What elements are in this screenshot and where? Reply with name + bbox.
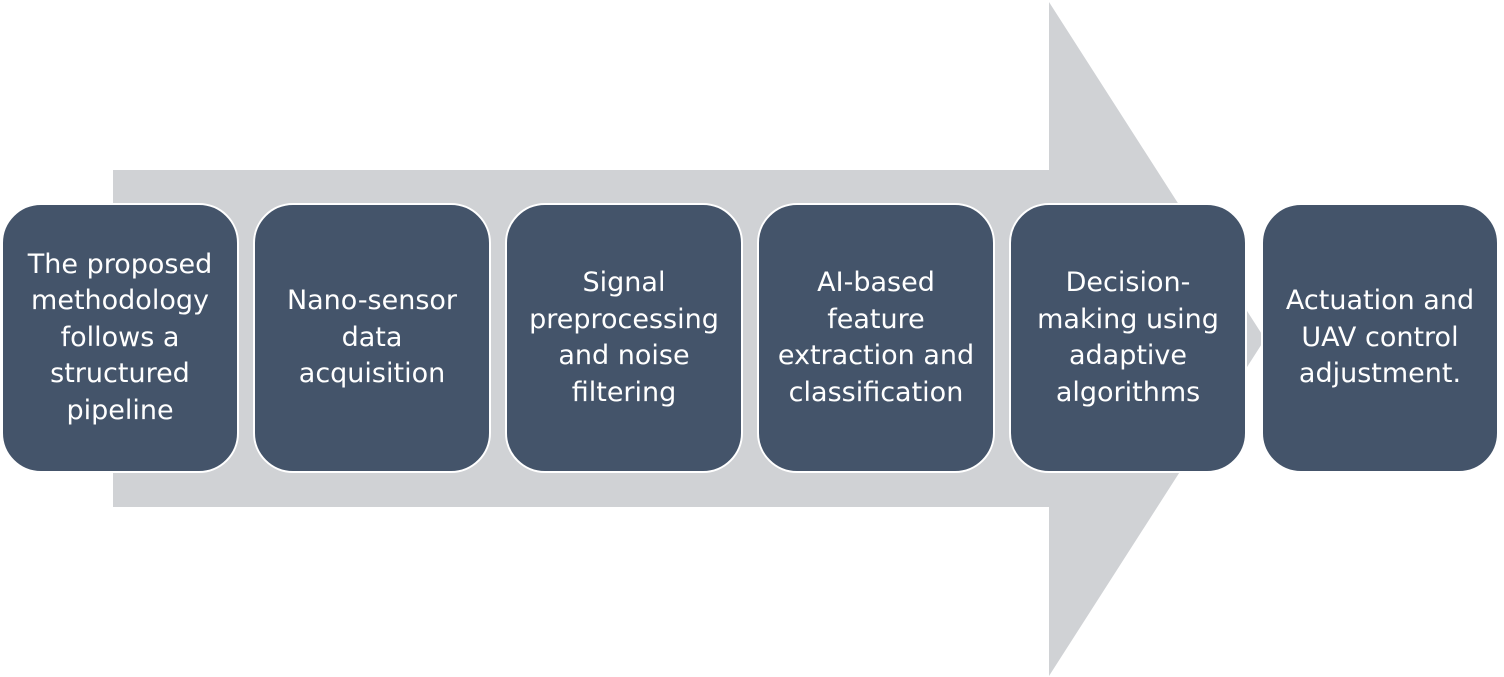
step-label-3: Signal preprocessing and noise filtering [529, 267, 719, 408]
step-box-6: Actuation and UAV control adjustment. [1261, 203, 1499, 473]
step-box-1: The proposed methodology follows a struc… [1, 203, 239, 473]
step-label-1: The proposed methodology follows a struc… [27, 248, 213, 426]
step-label-6: Actuation and UAV control adjustment. [1285, 285, 1475, 390]
step-box-3: Signal preprocessing and noise filtering [505, 203, 743, 473]
step-box-4: AI-based feature extraction and classifi… [757, 203, 995, 473]
step-box-5: Decision-making using adaptive algorithm… [1009, 203, 1247, 473]
step-label-5: Decision-making using adaptive algorithm… [1037, 267, 1219, 408]
step-label-2: Nano-sensor data acquisition [286, 285, 458, 390]
step-box-2: Nano-sensor data acquisition [253, 203, 491, 473]
step-label-4: AI-based feature extraction and classifi… [777, 267, 975, 408]
